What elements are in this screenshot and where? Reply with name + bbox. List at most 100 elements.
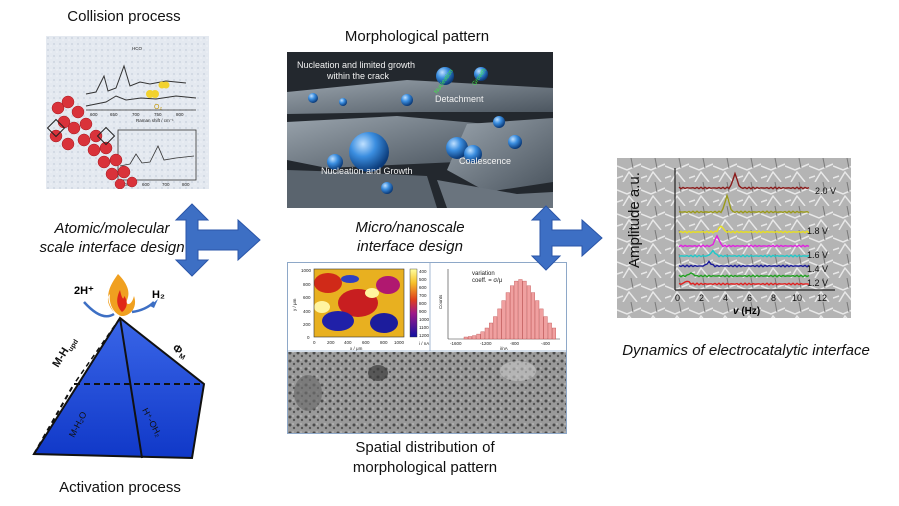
cbar-tick-2: 500 bbox=[419, 277, 427, 282]
double-arrow-left-icon bbox=[174, 203, 261, 277]
morph-render: Nucleation and limited growth within the… bbox=[287, 52, 553, 208]
morph-detachment: Detachment bbox=[435, 94, 484, 104]
histogram-bar bbox=[484, 327, 489, 340]
o2-label: O₂ bbox=[154, 104, 162, 111]
cbar-unit: i / nA bbox=[419, 341, 429, 346]
spectra-xlabel: v (Hz) bbox=[733, 306, 760, 317]
raman-tick-2: 650 bbox=[110, 112, 118, 117]
raman-low-tick-1: 500 bbox=[122, 182, 130, 187]
histogram-bar bbox=[497, 308, 502, 340]
hm-x-tick-6: 1000 bbox=[394, 340, 405, 345]
spec-x-tick-2: 2 bbox=[699, 293, 704, 303]
hist-legend-line1: variation bbox=[472, 271, 495, 277]
voltage-label-1: 2.0 V bbox=[815, 186, 836, 196]
spatial-figure: 400 500 600 700 800 900 1000 1100 1200 i… bbox=[288, 263, 566, 433]
raman-figure: 600 650 700 750 800 Raman shift / cm⁻¹ H… bbox=[46, 36, 209, 189]
red-atoms bbox=[49, 95, 138, 189]
histogram-bar bbox=[547, 322, 552, 340]
spectrum-line bbox=[678, 280, 810, 286]
product-arrow-icon bbox=[131, 301, 155, 314]
hm-y-tick-3: 600 bbox=[303, 295, 311, 300]
cbar-tick-3: 600 bbox=[419, 285, 427, 290]
histogram-bar bbox=[539, 308, 544, 340]
spectra-panel: Amplitude a.u. 0 2 4 6 8 10 12 v (Hz) 2.… bbox=[617, 158, 851, 318]
spec-x-tick-7: 12 bbox=[817, 293, 827, 303]
micro-line1: Micro/nanoscale bbox=[355, 219, 465, 236]
activation-title: Activation process bbox=[59, 479, 181, 496]
hist-x-tick-3: -800 bbox=[510, 341, 520, 346]
atomic-line1: Atomic/molecular bbox=[54, 220, 170, 237]
spectrum-line bbox=[678, 249, 810, 258]
spectra-ylabel: Amplitude a.u. bbox=[626, 172, 643, 268]
histogram-bar bbox=[476, 333, 481, 340]
histogram-bar bbox=[480, 331, 485, 340]
cbar-tick-5: 800 bbox=[419, 301, 427, 306]
histogram-bar bbox=[463, 336, 468, 340]
raman-low-tick-4: 800 bbox=[182, 182, 190, 187]
product-label: H₂ bbox=[152, 289, 165, 301]
hm-y-tick-6: 0 bbox=[307, 335, 310, 340]
histogram-bar bbox=[505, 292, 510, 340]
raman-xlabel: Raman shift / cm⁻¹ bbox=[136, 118, 174, 123]
spec-x-tick-5: 8 bbox=[771, 293, 776, 303]
activation-diagram: 2H⁺ H₂ M-Hupd ΦM M-H₂O H⁺-OH₂ bbox=[22, 268, 222, 478]
heatmap-blobs bbox=[314, 273, 400, 333]
raman-tick-3: 700 bbox=[132, 112, 140, 117]
double-arrow-right-icon bbox=[530, 205, 603, 271]
cbar-tick-4: 700 bbox=[419, 293, 427, 298]
voltage-label-3: 1.6 V bbox=[807, 250, 828, 260]
raman-low-tick-2: 600 bbox=[142, 182, 150, 187]
edge-left-label: M-Hupd bbox=[50, 335, 80, 371]
hist-xlabel: i/nA bbox=[500, 346, 508, 351]
histogram-bar bbox=[526, 285, 531, 340]
hm-y-tick-2: 800 bbox=[303, 282, 311, 287]
spectra-figure: Amplitude a.u. 0 2 4 6 8 10 12 v (Hz) 2.… bbox=[617, 158, 851, 318]
morph-crack-line1: Nucleation and limited growth bbox=[297, 60, 415, 70]
spectrum-line bbox=[678, 272, 810, 278]
hm-x-tick-3: 400 bbox=[344, 340, 352, 345]
histogram-bar bbox=[467, 336, 472, 340]
hist-x-tick-2: -1200 bbox=[480, 341, 492, 346]
histogram-bar bbox=[552, 327, 557, 340]
raman-note: HCO bbox=[132, 46, 142, 51]
micro-scale-label: Micro/nanoscale interface design bbox=[330, 218, 490, 256]
pyramid-svg: 2H⁺ H₂ M-Hupd ΦM M-H₂O H⁺-OH₂ bbox=[32, 274, 206, 460]
hm-x-tick-2: 200 bbox=[327, 340, 335, 345]
spectrum-line bbox=[678, 234, 810, 248]
spec-x-tick-4: 6 bbox=[747, 293, 752, 303]
hm-y-tick-4: 400 bbox=[303, 309, 311, 314]
spec-x-tick-3: 4 bbox=[723, 293, 728, 303]
hist-x-tick-4: -400 bbox=[541, 341, 551, 346]
hm-y-tick-1: 1000 bbox=[301, 268, 312, 273]
cbar-tick-8: 1100 bbox=[419, 325, 429, 330]
spectrum-line bbox=[678, 193, 810, 214]
spectrum-line bbox=[678, 225, 810, 234]
morph-crack-line2: within the crack bbox=[326, 71, 390, 81]
cbar-tick-1: 400 bbox=[419, 269, 427, 274]
hm-y-tick-5: 200 bbox=[303, 322, 311, 327]
cbar-tick-6: 900 bbox=[419, 309, 427, 314]
morph-nucleation-growth: Nucleation and Growth bbox=[321, 166, 413, 176]
spatial-line2: morphological pattern bbox=[352, 459, 498, 476]
spec-x-tick-1: 0 bbox=[675, 293, 680, 303]
spectrum-line bbox=[678, 260, 810, 268]
histogram-bar bbox=[543, 316, 548, 340]
hm-x-tick-1: 0 bbox=[313, 340, 316, 345]
spec-x-tick-6: 10 bbox=[792, 293, 802, 303]
spatial-line1: Spatial distribution of bbox=[355, 439, 495, 456]
histogram-bar bbox=[501, 300, 506, 340]
spectrum-line bbox=[678, 171, 810, 190]
cbar-tick-9: 1200 bbox=[419, 333, 430, 338]
flame-icon bbox=[107, 274, 136, 316]
dynamics-label: Dynamics of electrocatalytic interface bbox=[622, 342, 870, 359]
atomic-scale-label: Atomic/molecular scale interface design bbox=[22, 219, 202, 257]
edge-right-label: ΦM bbox=[170, 342, 190, 362]
voltage-label-4: 1.4 V bbox=[807, 264, 828, 274]
hm-ylabel: y / μm bbox=[292, 298, 297, 311]
histogram-bars bbox=[463, 279, 557, 340]
hist-x-tick-1: -1600 bbox=[450, 341, 462, 346]
hist-ylabel: Counts bbox=[438, 294, 443, 309]
hist-legend-line2: coeff. = σ/μ bbox=[472, 278, 503, 284]
nucleation-spheres bbox=[308, 67, 522, 194]
raman-tick-4: 750 bbox=[154, 112, 162, 117]
